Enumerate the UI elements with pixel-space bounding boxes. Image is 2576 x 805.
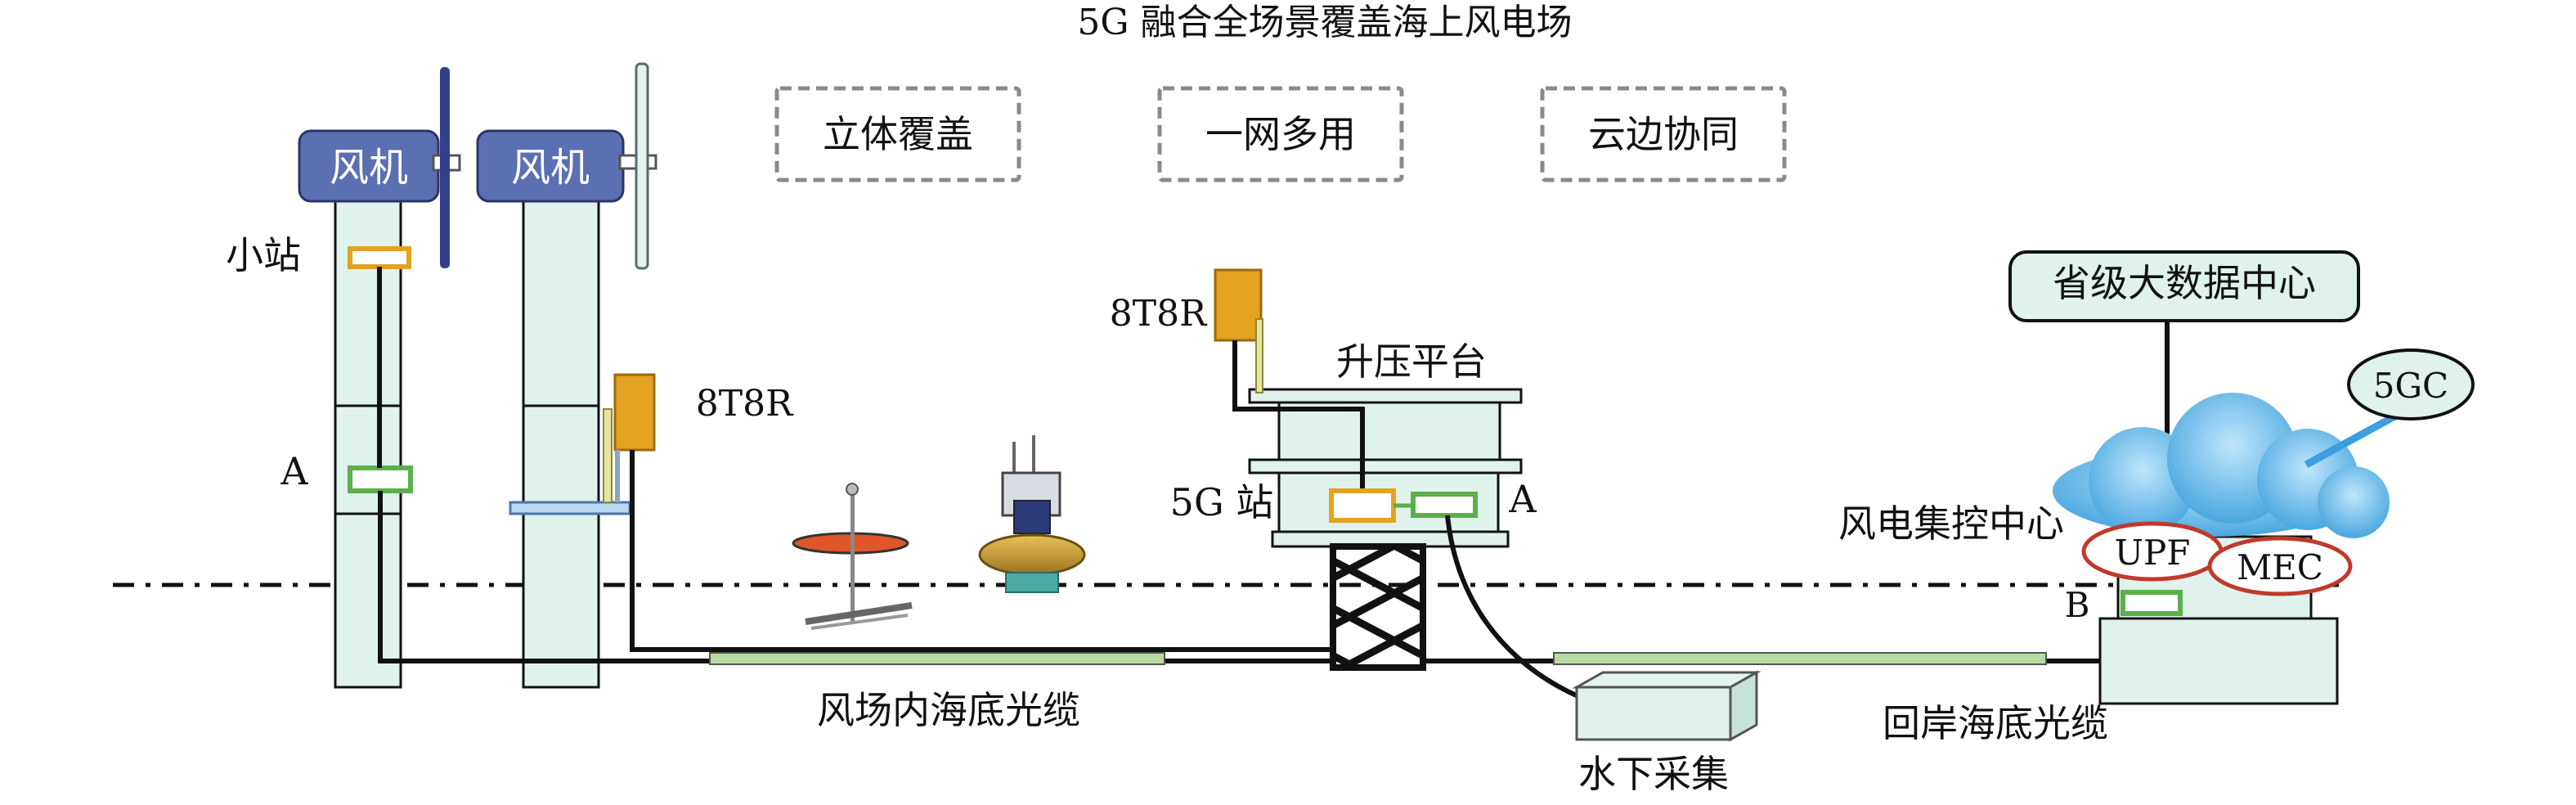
feature-box-cloud-edge: 云边协同 xyxy=(1540,86,1787,182)
control-center-building xyxy=(2098,617,2339,705)
core-link xyxy=(2304,412,2399,468)
shore-seabed-cable xyxy=(1553,652,2047,665)
antenna-panel xyxy=(613,373,656,452)
wave-glider-sensor xyxy=(792,483,913,630)
antenna-8t8r-platform xyxy=(1214,268,1365,506)
upf-label: UPF xyxy=(2115,533,2191,573)
inner-seabed-cable xyxy=(709,652,1165,665)
booster-platform-label: 升压平台 xyxy=(1336,340,1487,384)
platform-mid-deck xyxy=(1248,458,1523,474)
point-a-right-label: A xyxy=(1508,477,1537,521)
feature-label: 立体覆盖 xyxy=(823,112,973,156)
turbine-label: 风机 xyxy=(330,145,408,191)
antenna-8t8r-turbine xyxy=(603,373,656,503)
platform-upper-block xyxy=(1277,401,1501,461)
underwater-collection-box xyxy=(1572,670,1761,742)
ocean-buoy-sensor xyxy=(978,435,1086,593)
turbine-blade xyxy=(635,62,649,270)
antenna-left-label: 8T8R xyxy=(696,383,794,425)
node-a-right xyxy=(1411,492,1478,518)
turbine-label: 风机 xyxy=(511,145,590,191)
underwater-label: 水下采集 xyxy=(1578,752,1729,796)
provincial-dc-label: 省级大数据中心 xyxy=(2053,261,2316,305)
booster-platform xyxy=(1248,388,1523,671)
shore-cable-label: 回岸海底光缆 xyxy=(1883,701,2108,745)
feature-label: 云边协同 xyxy=(1588,112,1739,156)
platform-jacket xyxy=(1330,543,1426,671)
upf-node: UPF xyxy=(2081,521,2224,582)
diagram-title: 5G 融合全场景覆盖海上风电场 xyxy=(1077,2,1572,43)
node-a-left xyxy=(348,465,413,493)
feature-box-3d-coverage: 立体覆盖 xyxy=(774,86,1021,182)
turbine-blade xyxy=(440,67,450,268)
feature-label: 一网多用 xyxy=(1205,112,1356,156)
cloud-icon xyxy=(2053,393,2390,538)
wind-turbine-1: 风机 xyxy=(298,67,461,689)
core-5gc-node: 5GC xyxy=(2347,349,2475,420)
5gc-label: 5GC xyxy=(2373,366,2448,406)
antenna-panel xyxy=(1214,268,1263,342)
control-center-label: 风电集控中心 xyxy=(1838,501,2064,546)
platform-top-deck xyxy=(1248,388,1523,404)
small-station-node xyxy=(348,246,411,269)
5g-station-label: 5G 站 xyxy=(1170,480,1274,524)
mec-label: MEC xyxy=(2237,547,2323,587)
5g-station-node xyxy=(1329,488,1396,523)
turbine-tower xyxy=(522,195,600,689)
antenna-mount-platform xyxy=(509,501,631,515)
wind-turbine-2: 风机 xyxy=(476,62,657,689)
point-b-label: B xyxy=(2065,585,2090,625)
turbine-tower xyxy=(334,195,402,689)
feature-box-multi-use: 一网多用 xyxy=(1157,86,1404,182)
inner-cable-label: 风场内海底光缆 xyxy=(817,688,1080,732)
small-station-label: 小站 xyxy=(226,233,301,277)
node-b xyxy=(2120,590,2183,616)
mec-node: MEC xyxy=(2207,536,2353,596)
provincial-data-center: 省级大数据中心 xyxy=(2008,250,2360,322)
point-a-left-label: A xyxy=(280,449,308,493)
antenna-platform-label: 8T8R xyxy=(1110,293,1208,335)
